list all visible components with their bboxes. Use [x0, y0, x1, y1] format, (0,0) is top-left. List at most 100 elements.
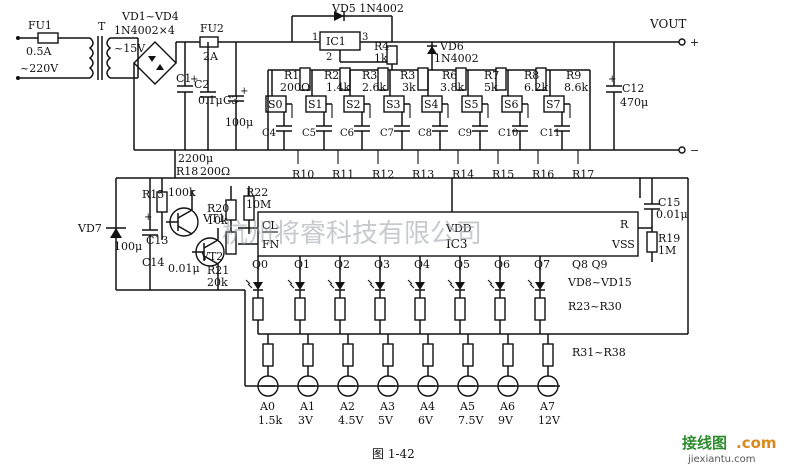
c15-label: C15 [658, 196, 680, 209]
switch-label: S2 [346, 98, 361, 111]
cap-label: C11 [540, 128, 560, 139]
lamp-resistor [382, 343, 394, 367]
svg-text:3k: 3k [402, 81, 416, 94]
ladder-resistor [299, 67, 311, 91]
svg-text:200Ω: 200Ω [280, 81, 310, 94]
svg-text:FN: FN [262, 238, 280, 251]
r22-label: R22 [246, 186, 268, 199]
lamp-value: 1.5k [258, 414, 282, 427]
vd7-label: VD7 [77, 222, 102, 235]
power-supply: FU1 0.5A ~220V T ~15V VD1~VD4 1N4002×4 F… [16, 10, 680, 165]
cap-label: C6 [340, 128, 354, 139]
transformer-output: ~15V [114, 42, 146, 55]
q-output-label: Q7 [534, 258, 550, 271]
svg-text:CL: CL [262, 219, 278, 232]
lamp-value: 7.5V [458, 414, 484, 427]
svg-text:+: + [608, 74, 616, 85]
ic1-label: IC1 [326, 35, 346, 48]
led-resistor [374, 297, 386, 321]
switch-label: S7 [546, 98, 561, 111]
svg-text:R2: R2 [324, 69, 339, 82]
site-logo: 接线图 .com jiexiantu.com [682, 434, 777, 465]
svg-text:−: − [690, 144, 699, 157]
vt1-label: VT1 [202, 212, 225, 225]
r-row-label: R17 [572, 168, 594, 181]
output-labels: VD8~VD15 R23~R30 R31~R38 [567, 276, 632, 359]
r-row-label: R12 [372, 168, 394, 181]
c2-value: 0.1μ [198, 94, 223, 107]
ladder-resistor [455, 67, 467, 91]
c14-value: 0.01μ [168, 262, 200, 275]
cap-label: C4 [262, 128, 276, 139]
lamp-label: A6 [499, 400, 515, 413]
svg-text:1.4k: 1.4k [326, 81, 350, 94]
r-row-label: R10 [292, 168, 314, 181]
r-row-label: R13 [412, 168, 434, 181]
fu2-label: FU2 [200, 22, 224, 35]
led-icon [455, 282, 465, 290]
svg-text:1: 1 [312, 32, 318, 43]
r4-label: R4 [374, 40, 389, 53]
switch-label: S3 [386, 98, 401, 111]
fu2-rating: 2A [203, 50, 219, 63]
lamp-value: 5V [378, 414, 394, 427]
figure-caption: 图 1-42 [372, 447, 415, 461]
lamp-resistor [542, 343, 554, 367]
output-terminal: VOUT + − + C12 470μ [606, 17, 699, 157]
bridge-label: VD1~VD4 [121, 10, 179, 23]
svg-text:VSS: VSS [611, 238, 635, 251]
q-output-label: Q1 [294, 258, 310, 271]
lamp-resistor [262, 343, 274, 367]
svg-text:R7: R7 [484, 69, 499, 82]
led-icon [335, 282, 345, 290]
svg-text:+: + [144, 212, 152, 223]
c3-value: 100μ [225, 116, 253, 129]
output-stage: Q0A01.5kQ1A13VQ2A24.5VQ3A35VQ4A46VQ5A57.… [245, 256, 608, 427]
c12-value: 470μ [620, 96, 648, 109]
lamp-label: A3 [379, 400, 395, 413]
transformer-t [88, 36, 112, 80]
svg-text:+: + [690, 36, 699, 49]
switch-label: S0 [268, 98, 283, 111]
c1-label: C1 [176, 72, 191, 85]
r18-label: R18 [176, 165, 198, 178]
c1-value: 2200μ [178, 152, 213, 165]
r-led-range-label: R23~R30 [568, 300, 622, 313]
switch-label: S1 [308, 98, 323, 111]
lamp-label: A2 [339, 400, 355, 413]
q-output-label: Q3 [374, 258, 390, 271]
led-icon [253, 282, 263, 290]
r15-label: R15 [142, 188, 164, 201]
r19-value: 1M [658, 244, 676, 257]
svg-text:2.6k: 2.6k [362, 81, 386, 94]
switch-label: S6 [504, 98, 519, 111]
q-output-label: Q0 [252, 258, 268, 271]
c13-label: C13 [146, 234, 168, 247]
lamp-resistor [302, 343, 314, 367]
q-output-label: Q2 [334, 258, 350, 271]
svg-text:R1: R1 [284, 69, 299, 82]
r-row-label: R15 [492, 168, 514, 181]
c15-value: 0.01μ [656, 208, 688, 221]
regulator-ic1: IC1 1 3 2 VD5 1N4002 R4 1k VD6 1N4002 [291, 2, 680, 70]
r18-value: 200Ω [200, 165, 230, 178]
r21-label: R21 [207, 264, 229, 277]
lamp-resistor [502, 343, 514, 367]
q-output-label: Q8 Q9 [572, 258, 608, 271]
r-row-label: R14 [452, 168, 474, 181]
c12-label: C12 [622, 82, 644, 95]
lamp-label: A4 [419, 400, 435, 413]
svg-text:R9: R9 [566, 69, 581, 82]
lamp-value: 4.5V [338, 414, 364, 427]
r4-value: 1k [374, 52, 388, 65]
svg-text:R3: R3 [362, 69, 377, 82]
led-resistor [414, 297, 426, 321]
svg-text:5k: 5k [484, 81, 498, 94]
svg-text:R: R [620, 218, 629, 231]
ladder-resistor [417, 67, 429, 91]
cap-label: C9 [458, 128, 472, 139]
svg-text:.com: .com [736, 434, 777, 452]
led-range-label: VD8~VD15 [567, 276, 632, 289]
svg-text:6.2k: 6.2k [524, 81, 548, 94]
